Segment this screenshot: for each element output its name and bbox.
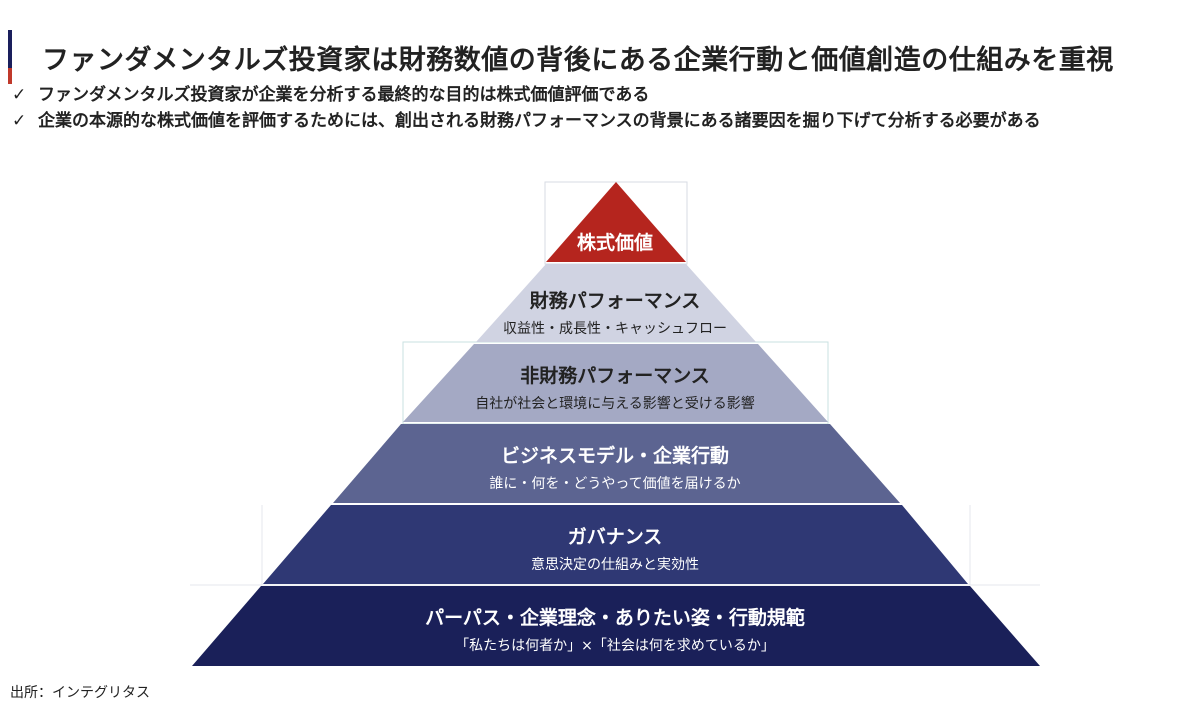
level-title-share-value: 株式価値 — [576, 232, 653, 254]
pyramid-level-share-value — [546, 182, 686, 262]
pyramid-level-business-model — [333, 424, 900, 503]
page-title: ファンダメンタルズ投資家は財務数値の背後にある企業行動と価値創造の仕組みを重視 — [42, 45, 1114, 76]
title-accent-bar — [8, 30, 12, 84]
level-subtitle-nonfinancial: 自社が社会と環境に与える影響と受ける影響 — [475, 396, 755, 412]
level-title-financial: 財務パフォーマンス — [529, 290, 701, 312]
pyramid-level-governance — [263, 505, 968, 584]
level-title-business-model: ビジネスモデル・企業行動 — [500, 445, 729, 467]
level-subtitle-financial: 収益性・成長性・キャッシュフロー — [503, 321, 727, 337]
check-icon: ✓ — [12, 111, 27, 131]
level-title-purpose: パーパス・企業理念・ありたい姿・行動規範 — [425, 607, 805, 629]
bullet-item: ✓ 企業の本源的な株式価値を評価するためには、創出される財務パフォーマンスの背景に… — [12, 106, 1041, 131]
bullet-item: ✓ ファンダメンタルズ投資家が企業を分析する最終的な目的は株式価値評価である — [12, 80, 649, 105]
source-note: 出所：インテグリタス — [10, 685, 150, 701]
pyramid-level-nonfinancial — [403, 344, 828, 422]
bullet-text: 企業の本源的な株式価値を評価するためには、創出される財務パフォーマンスの背景にあ… — [38, 111, 1041, 131]
level-title-nonfinancial: 非財務パフォーマンス — [520, 365, 710, 387]
check-icon: ✓ — [12, 85, 27, 105]
level-subtitle-purpose: 「私たちは何者か」×「社会は何を求めているか」 — [455, 638, 775, 654]
bullet-text: ファンダメンタルズ投資家が企業を分析する最終的な目的は株式価値評価である — [38, 85, 650, 105]
level-subtitle-governance: 意思決定の仕組みと実効性 — [531, 557, 699, 573]
level-subtitle-business-model: 誰に・何を・どうやって価値を届けるか — [489, 476, 741, 492]
pyramid-level-purpose — [192, 586, 1040, 666]
pyramid-level-financial — [476, 264, 756, 342]
level-title-governance: ガバナンス — [567, 526, 663, 548]
